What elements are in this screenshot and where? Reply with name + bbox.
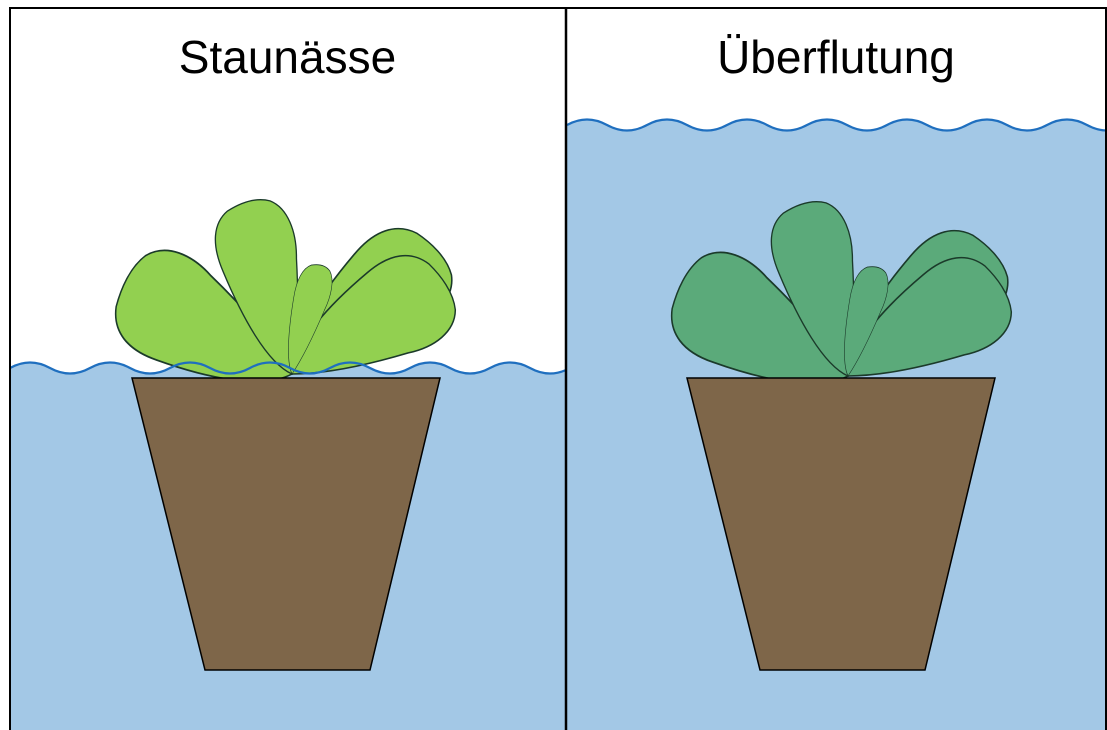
panel-title-left: Staunässe <box>10 30 565 100</box>
panel-title-right: Überflutung <box>567 30 1105 100</box>
panel-flooding <box>567 120 1107 730</box>
panel-waterlogging <box>10 192 570 730</box>
